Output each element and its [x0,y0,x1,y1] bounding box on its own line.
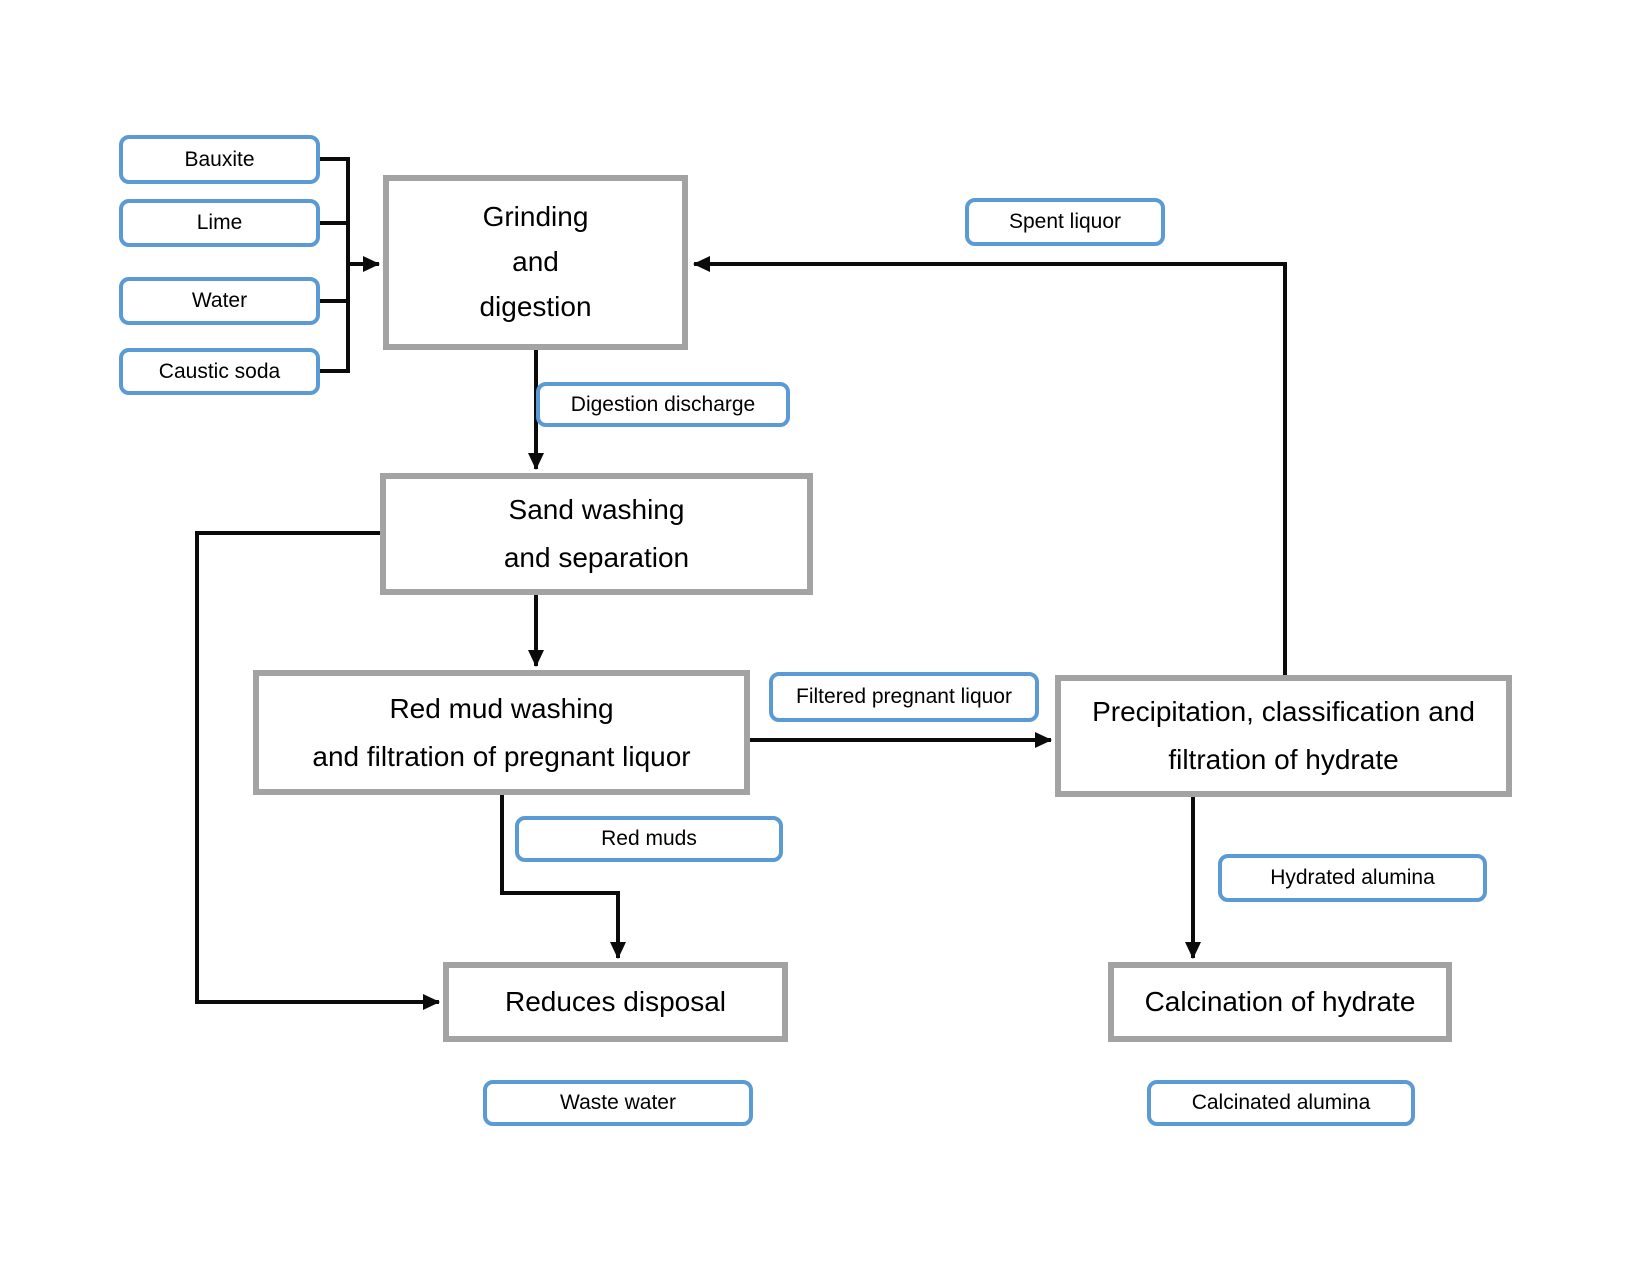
label-digestion-discharge: Digestion discharge [536,382,790,427]
process-red-mud-washing-line-1: Red mud washing [389,692,614,724]
process-reduces-disposal-line-1: Reduces disposal [504,986,727,1018]
process-calcination-line-1: Calcination of hydrate [1144,986,1416,1018]
input-caustic-soda: Caustic soda [119,348,320,395]
process-precipitation: Precipitation, classification and filtra… [1055,675,1512,797]
input-bauxite: Bauxite [119,135,320,184]
label-red-muds-text: Red muds [601,827,697,851]
process-reduces-disposal: Reduces disposal [443,962,788,1042]
label-spent-liquor-text: Spent liquor [1008,210,1122,234]
input-bauxite-label: Bauxite [184,147,255,171]
label-filtered-pregnant-liquor-text: Filtered pregnant liquor [796,685,1012,709]
label-digestion-discharge-text: Digestion discharge [570,392,756,416]
process-sand-washing-line-2: and separation [503,542,690,573]
process-precipitation-line-1: Precipitation, classification and [1092,696,1475,728]
label-red-muds: Red muds [515,816,783,862]
process-grinding-line-3: digestion [479,290,592,322]
process-grinding-line-1: Grinding [482,201,589,233]
input-water: Water [119,277,320,325]
input-water-label: Water [191,289,248,313]
process-red-mud-washing-line-2: and filtration of pregnant liquor [312,740,691,772]
label-waste-water-text: Waste water [560,1091,676,1115]
process-sand-washing-line-1: Sand washing [508,494,685,526]
input-caustic-soda-label: Caustic soda [158,359,281,383]
process-red-mud-washing: Red mud washing and filtration of pregna… [253,670,750,795]
label-hydrated-alumina: Hydrated alumina [1218,854,1487,902]
input-lime: Lime [119,199,320,247]
process-calcination: Calcination of hydrate [1108,962,1452,1042]
process-grinding-and-digestion: Grinding and digestion [383,175,688,350]
label-filtered-pregnant-liquor: Filtered pregnant liquor [769,672,1039,722]
label-hydrated-alumina-text: Hydrated alumina [1270,866,1435,890]
process-sand-washing: Sand washing and separation [380,473,813,595]
label-spent-liquor: Spent liquor [965,198,1165,246]
connector-sand-washing-to-reduces-disposal [195,531,440,1010]
input-lime-label: Lime [196,211,243,235]
connector-red-muds-to-reduces-disposal [500,795,626,959]
process-precipitation-line-2: filtration of hydrate [1168,744,1399,775]
process-grinding-line-2: and [512,246,559,278]
label-waste-water: Waste water [483,1080,753,1126]
label-calcinated-alumina-text: Calcinated alumina [1191,1091,1371,1115]
label-calcinated-alumina: Calcinated alumina [1147,1080,1415,1126]
connector-spent-liquor-return [693,256,1287,677]
